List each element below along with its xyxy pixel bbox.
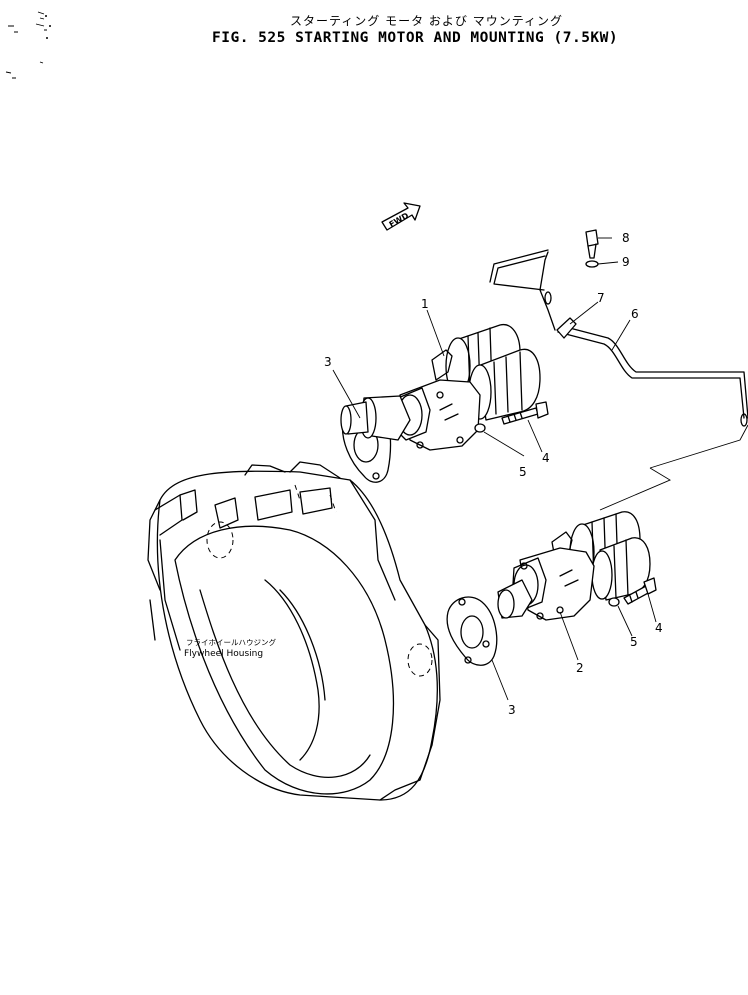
- forward-direction-arrow: FWD: [381, 202, 421, 231]
- callout-6: 6: [631, 307, 639, 321]
- callout-3-upper: 3: [324, 355, 332, 369]
- callout-5-upper: 5: [519, 465, 527, 479]
- flywheel-housing-label: Flywheel Housing: [184, 649, 263, 659]
- flywheel-housing: フライホイールハウジング Flywheel Housing: [147, 461, 441, 801]
- callout-3-lower: 3: [508, 703, 516, 717]
- figure-title-japanese: スターティング モータ および マウンティング: [290, 14, 564, 28]
- callout-4-upper: 4: [542, 451, 550, 465]
- callout-7: 7: [597, 291, 605, 305]
- clamp-washer: [585, 260, 599, 268]
- bolt-lower: [623, 577, 657, 605]
- figure-title: FIG. 525 STARTING MOTOR AND MOUNTING (7.…: [212, 30, 619, 46]
- flywheel-housing-label-jp: フライホイールハウジング: [186, 637, 276, 647]
- callout-9: 9: [622, 255, 630, 269]
- washer-upper: [474, 423, 486, 433]
- scan-artifacts: [5, 11, 51, 79]
- starting-motor-lower: [497, 511, 651, 621]
- callout-2: 2: [576, 661, 584, 675]
- clamp-bolt: [585, 229, 599, 259]
- callout-5-lower: 5: [630, 635, 638, 649]
- callout-8: 8: [622, 231, 630, 245]
- washer-lower: [608, 597, 620, 607]
- gasket-lower: [446, 596, 498, 666]
- leader-lines: [332, 237, 748, 701]
- battery-cable: [489, 249, 748, 427]
- callout-1: 1: [421, 297, 429, 311]
- starting-motor-upper: [340, 323, 541, 451]
- bolt-upper: [501, 401, 549, 425]
- callout-4-lower: 4: [655, 621, 663, 635]
